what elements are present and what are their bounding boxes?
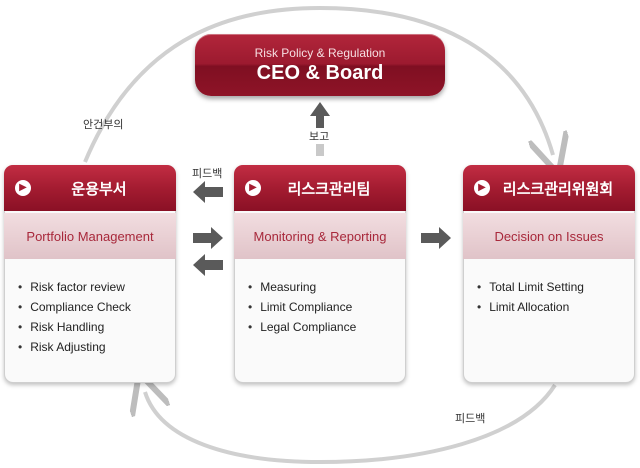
safety-label: 안건부의 [83, 119, 124, 131]
feedback-top-label: 피드백 [192, 168, 223, 180]
list-item: Risk Adjusting [18, 337, 131, 357]
feedback-bottom-label: 피드백 [455, 413, 486, 425]
top-arc [83, 5, 553, 162]
chevron-right-icon: ▶ [245, 180, 261, 196]
list-item: Risk Handling [18, 317, 131, 337]
column-items: Measuring Limit Compliance Legal Complia… [248, 277, 356, 337]
left-arrow-icon [193, 254, 223, 276]
column-subtitle: Decision on Issues [463, 213, 635, 259]
list-item: Risk factor review [18, 277, 131, 297]
list-item: Limit Allocation [477, 297, 584, 317]
column-header: ▶ 리스크관리팀 [234, 165, 406, 211]
list-item: Total Limit Setting [477, 277, 584, 297]
column-header: ▶ 운용부서 [4, 165, 176, 211]
list-item: Limit Compliance [248, 297, 356, 317]
feedback-left-arrow-icon [193, 181, 223, 203]
column-subtitle: Monitoring & Reporting [234, 213, 406, 259]
report-label: 보고 [309, 128, 330, 144]
report-arrow-icon [310, 102, 330, 156]
column-title: 리스크관리팀 [287, 180, 371, 198]
column-header: ▶ 리스크관리위원회 [463, 165, 635, 211]
ceo-title: CEO & Board [256, 62, 384, 84]
ceo-board-box: Risk Policy & Regulation CEO & Board [195, 34, 445, 96]
right-arrow-icon [421, 227, 451, 249]
bottom-arc [145, 385, 557, 465]
list-item: Measuring [248, 277, 356, 297]
chevron-right-icon: ▶ [474, 180, 490, 196]
column-title: 리스크관리위원회 [502, 180, 614, 198]
column-risk-committee: ▶ 리스크관리위원회 Decision on Issues Total Limi… [463, 165, 635, 383]
column-title: 운용부서 [71, 180, 127, 198]
column-items: Total Limit Setting Limit Allocation [477, 277, 584, 317]
column-subtitle: Portfolio Management [4, 213, 176, 259]
ceo-subtitle: Risk Policy & Regulation [254, 46, 386, 60]
column-risk-team: ▶ 리스크관리팀 Monitoring & Reporting Measurin… [234, 165, 406, 383]
chevron-right-icon: ▶ [15, 180, 31, 196]
list-item: Compliance Check [18, 297, 131, 317]
column-items: Risk factor review Compliance Check Risk… [18, 277, 131, 357]
list-item: Legal Compliance [248, 317, 356, 337]
column-operations: ▶ 운용부서 Portfolio Management Risk factor … [4, 165, 176, 383]
right-arrow-icon [193, 227, 223, 249]
